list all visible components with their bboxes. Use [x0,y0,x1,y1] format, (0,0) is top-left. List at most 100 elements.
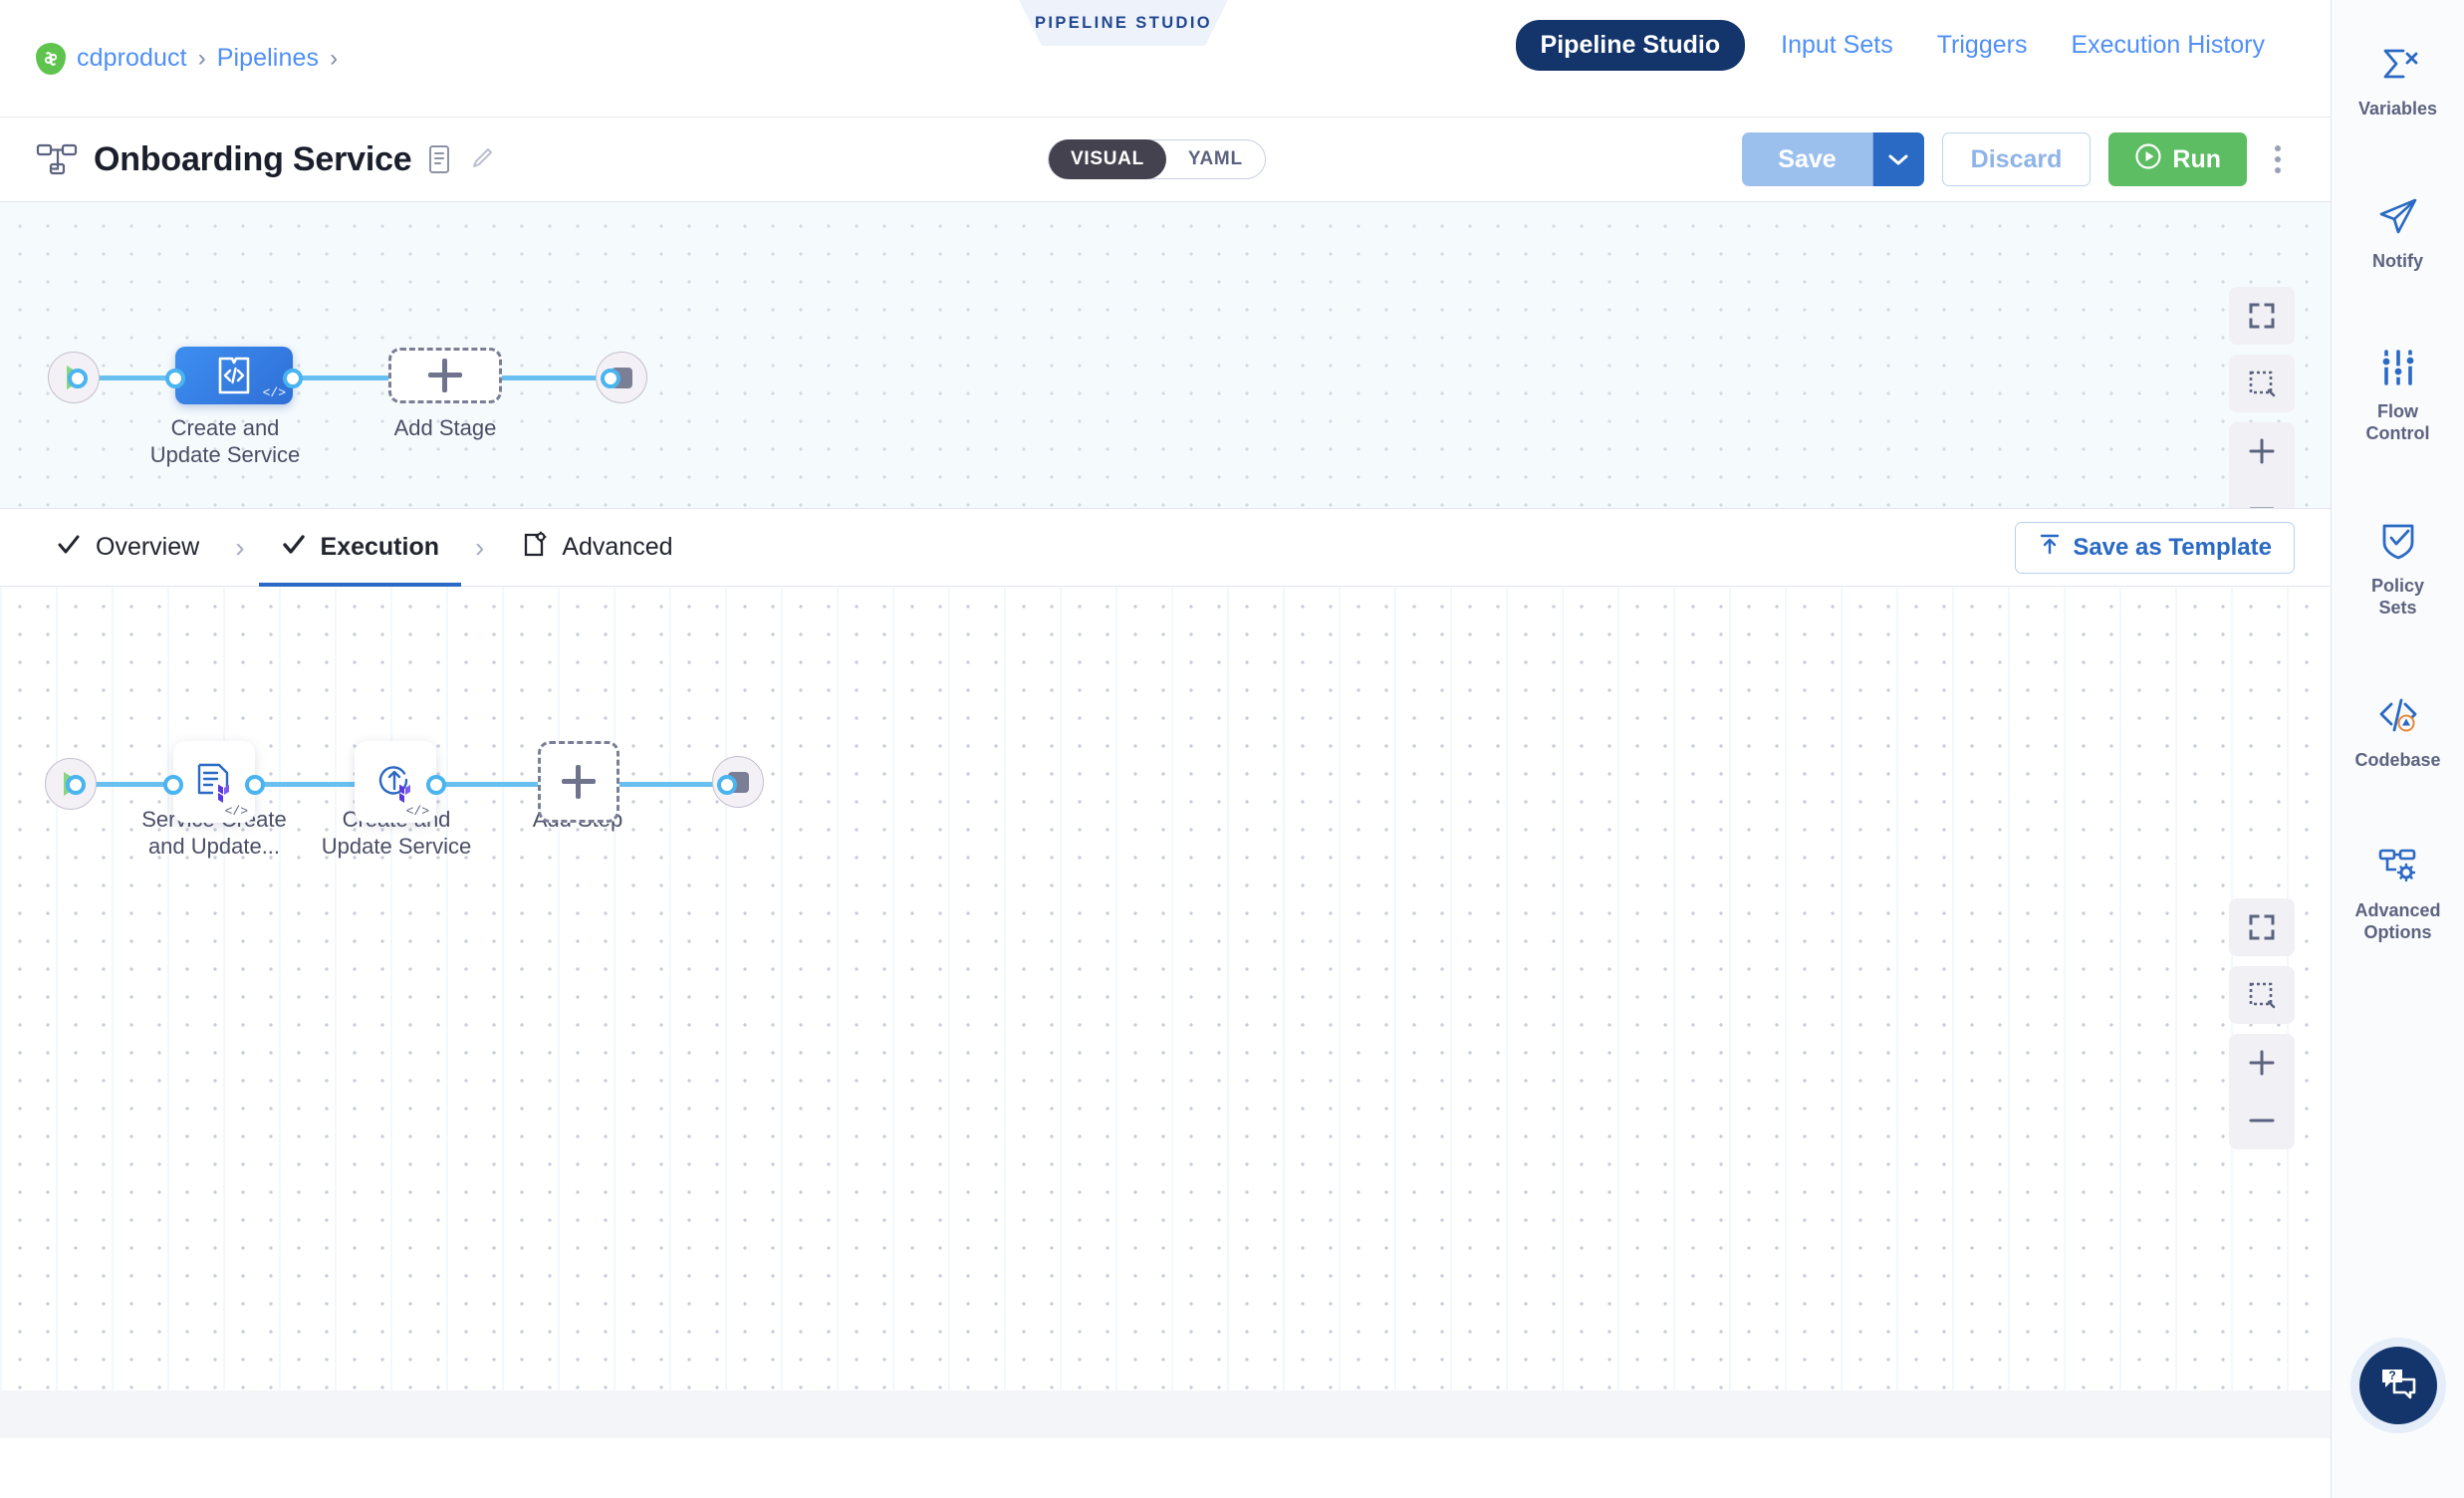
run-button[interactable]: Run [2108,132,2247,186]
step-node-badge: </> [224,804,248,819]
stage-node-create-and-update-service[interactable]: </> [175,347,293,404]
zoom-controls [2229,1034,2295,1149]
breadcrumb-separator: › [197,44,206,72]
end-node-port[interactable] [717,775,737,795]
breadcrumb-item-pipelines[interactable]: Pipelines [216,44,320,72]
title-left-group: Onboarding Service [0,140,495,179]
pencil-edit-icon[interactable] [469,144,495,174]
nav-tab-execution-history[interactable]: Execution History [2071,31,2265,59]
step-node-service-create-and-update[interactable]: </> [173,741,255,823]
toggle-option-yaml[interactable]: YAML [1187,148,1243,169]
zoom-in-icon[interactable] [2229,1034,2295,1092]
stage-node-badge: </> [262,385,286,400]
save-button-group: Save [1742,132,1924,186]
tab-separator: › [475,531,485,563]
policy-sets-line1: Policy [2370,575,2425,596]
start-node-port[interactable] [68,369,88,388]
step2-label-line2: Update Service [321,834,472,860]
zoom-controls [2229,422,2295,508]
save-dropdown-chevron-down-icon[interactable] [1871,132,1924,186]
breadcrumb-separator: › [330,44,339,72]
zoom-in-icon[interactable] [2229,422,2295,480]
policy-sets-line2: Sets [2378,597,2417,618]
step-canvas-controls [2229,898,2295,1149]
visual-yaml-toggle: VISUAL YAML [1048,139,1266,179]
sidebar-item-flow-control-label: Flow Control [2366,401,2430,445]
step2-output-port[interactable] [426,775,446,795]
fit-to-screen-icon[interactable] [2229,287,2295,345]
stage-label-line1: Create and [170,415,280,440]
pipeline-studio-tag: PIPELINE STUDIO [1019,0,1228,46]
tab-execution[interactable]: Execution [258,509,462,587]
nav-tab-input-sets[interactable]: Input Sets [1781,31,1893,59]
advanced-options-line2: Options [2363,921,2432,942]
save-as-template-button[interactable]: Save as Template [2015,521,2295,574]
nav-tab-pipeline-studio[interactable]: Pipeline Studio [1515,20,1746,71]
end-node-port[interactable] [601,369,620,388]
add-stage-button[interactable] [388,348,502,403]
tab-overview[interactable]: Overview [34,509,221,587]
step1-input-port[interactable] [163,775,183,795]
sigma-variables-icon [2377,46,2419,89]
top-navigation-bar: cdproduct › Pipelines › PIPELINE STUDIO … [0,0,2331,118]
nav-tab-triggers[interactable]: Triggers [1936,31,2028,59]
check-icon [56,532,82,563]
pipeline-title-bar: Onboarding Service VISUAL YAML [0,118,2331,202]
description-icon[interactable] [427,144,453,174]
step-node-badge: </> [405,804,429,819]
plus-icon [562,765,596,799]
tab-execution-label: Execution [320,533,439,561]
selection-box-icon[interactable] [2229,966,2295,1024]
stage-canvas[interactable]: </> Create and Update Service Add Stage [0,202,2331,509]
edge-step1-to-step2 [261,782,372,787]
sidebar-item-codebase-label: Codebase [2354,749,2441,770]
sidebar-item-notify[interactable]: Notify [2332,186,2464,283]
sidebar-item-advanced-options[interactable]: Advanced Options [2332,838,2464,954]
step1-output-port[interactable] [245,775,265,795]
edge-step2-to-add [442,782,552,787]
save-as-template-label: Save as Template [2073,533,2272,561]
sidebar-item-variables-label: Variables [2357,99,2438,119]
sidebar-item-codebase[interactable]: Codebase [2332,685,2464,782]
terraform-plan-icon [197,763,229,803]
flow-control-line1: Flow [2376,400,2418,421]
sidebar-item-flow-control[interactable]: Flow Control [2332,339,2464,455]
toggle-option-visual[interactable]: VISUAL [1049,139,1166,179]
selection-box-icon[interactable] [2229,355,2295,412]
codebase-icon [2376,695,2420,740]
stage-node-label: Create and Update Service [116,414,335,469]
help-chat-icon: ? [2378,1366,2418,1406]
breadcrumb: cdproduct › Pipelines › [0,42,339,75]
zoom-out-icon[interactable] [2229,1092,2295,1149]
module-nav-tabs: Pipeline Studio Input Sets Triggers Exec… [1515,20,2331,71]
sidebar-item-variables[interactable]: Variables [2332,36,2464,130]
start-node-port[interactable] [66,775,86,795]
pipeline-tree-icon [36,142,78,176]
stage-tabs-row: Overview › Execution › Advanced [0,509,2331,587]
sidebar-item-policy-sets[interactable]: Policy Sets [2332,511,2464,629]
help-chat-button[interactable]: ? [2358,1347,2437,1424]
edge-stage-to-add [285,375,416,380]
stage-canvas-controls [2229,287,2295,508]
terraform-apply-icon [378,766,410,803]
fit-to-screen-icon[interactable] [2229,898,2295,956]
svg-text:?: ? [2388,1369,2395,1382]
discard-button[interactable]: Discard [1941,132,2092,186]
stage-node-input-port[interactable] [165,369,185,388]
custom-stage-icon [218,357,250,394]
advanced-options-line1: Advanced [2354,899,2441,920]
breadcrumb-item-cdproduct[interactable]: cdproduct [77,44,187,72]
paper-plane-icon [2377,196,2419,241]
tab-advanced[interactable]: Advanced [498,509,694,587]
stage-node-output-port[interactable] [283,369,303,388]
main-column: cdproduct › Pipelines › PIPELINE STUDIO … [0,0,2331,1438]
save-button[interactable]: Save [1742,132,1872,186]
edge-start-to-step1 [84,782,193,787]
add-step-button[interactable] [538,741,619,823]
zoom-out-icon[interactable] [2229,480,2295,508]
flow-control-line2: Control [2365,422,2430,443]
execution-steps-canvas[interactable]: </> Service Create and Update... </> [0,587,2331,1438]
step-node-create-and-update-service[interactable]: </> [355,741,436,823]
kebab-menu-icon[interactable] [2265,139,2291,179]
